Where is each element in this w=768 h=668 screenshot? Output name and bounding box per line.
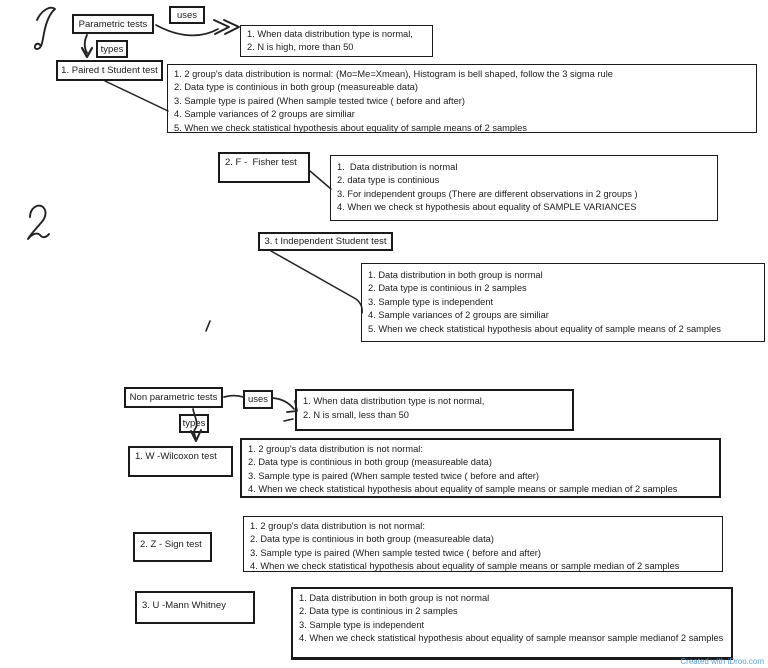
mann-whitney-criteria-box[interactable]: 1. Data distribution in both group is no… xyxy=(291,587,733,660)
connector-paired-t xyxy=(104,80,169,112)
parametric-tests-box[interactable]: Parametric tests xyxy=(72,14,154,34)
criteria-line: 1. When data distribution type is not no… xyxy=(303,396,485,406)
t-independent-criteria-box[interactable]: 1. Data distribution in both group is no… xyxy=(361,263,765,342)
handwritten-number-1 xyxy=(33,6,56,50)
criteria-line: 4. When we check statistical hypothesis … xyxy=(299,633,724,644)
criteria-line: 1. Data distribution in both group is no… xyxy=(368,270,543,280)
t-independent-test-label: 3. t Independent Student test xyxy=(264,236,387,247)
criteria-line: 2. N is small, less than 50 xyxy=(303,409,409,420)
handwritten-number-2 xyxy=(27,204,50,240)
mann-whitney-test-box[interactable]: 3. U -Mann Whitney xyxy=(135,591,255,624)
criteria-line: 3. Sample type is paired (When sample te… xyxy=(250,547,541,558)
nonparametric-uses-criteria-box[interactable]: 1. When data distribution type is not no… xyxy=(295,389,574,431)
criteria-line: 5. When we check statistical hypothesis … xyxy=(174,122,527,133)
criteria-line: 4. When we check statistical hypothesis … xyxy=(250,561,680,572)
uses-label-box-parametric[interactable]: uses xyxy=(169,6,205,24)
connector-t-independent xyxy=(270,250,363,314)
criteria-line: 2. Data type is continious in both group… xyxy=(248,457,492,468)
wilcoxon-test-label: 1. W -Wilcoxon test xyxy=(135,451,217,462)
nonparametric-tests-box[interactable]: Non parametric tests xyxy=(124,387,223,408)
types-arrowhead-parametric xyxy=(80,46,94,59)
criteria-line: 1. Data distribution is normal xyxy=(337,162,458,172)
criteria-line: 2. data type is continious xyxy=(337,175,440,186)
uses-arrowhead-parametric xyxy=(213,19,240,35)
criteria-line: 1. When data distribution type is normal… xyxy=(247,29,413,39)
criteria-line: 2. Data type is continious in 2 samples xyxy=(299,606,458,617)
uses-label: uses xyxy=(176,9,198,21)
criteria-line: 1. 2 group's data distribution is normal… xyxy=(174,69,613,79)
criteria-line: 3. Sample type is independent xyxy=(368,296,494,307)
uses-arrow-dash-nonparametric xyxy=(283,418,294,422)
uses-arrow-parametric xyxy=(155,24,219,37)
fisher-test-box[interactable]: 2. F - Fisher test xyxy=(218,152,310,183)
criteria-line: 4. Sample variances of 2 groups are simi… xyxy=(174,109,355,120)
criteria-line: 3. Sample type is paired (When sample te… xyxy=(248,470,539,481)
criteria-line: 1. 2 group's data distribution is not no… xyxy=(248,444,423,454)
criteria-line: 3. Sample type is paired (When sample te… xyxy=(174,95,465,106)
paired-t-test-label: 1. Paired t Student test xyxy=(61,65,158,76)
types-arrow-parametric xyxy=(83,34,88,54)
parametric-uses-criteria-box[interactable]: 1. When data distribution type is normal… xyxy=(240,25,433,57)
criteria-line: 3. For independent groups (There are dif… xyxy=(337,188,638,199)
uses-arrow-nonparametric xyxy=(272,397,295,410)
nonparametric-tests-label: Non parametric tests xyxy=(129,392,218,403)
stray-apostrophe-mark xyxy=(205,320,211,332)
criteria-line: 4. When we check st hypothesis about equ… xyxy=(337,202,637,213)
fisher-criteria-box[interactable]: 1. Data distribution is normal 2. data t… xyxy=(330,155,718,221)
sign-test-box[interactable]: 2. Z - Sign test xyxy=(133,532,212,562)
idroo-watermark-link[interactable]: Created with iDroo.com xyxy=(680,657,764,666)
wilcoxon-test-box[interactable]: 1. W -Wilcoxon test xyxy=(128,446,233,477)
criteria-line: 5. When we check statistical hypothesis … xyxy=(368,323,721,334)
connector-nonparametric-uses xyxy=(223,394,244,398)
wilcoxon-criteria-box[interactable]: 1. 2 group's data distribution is not no… xyxy=(240,438,721,498)
connector-fisher xyxy=(309,170,332,190)
paired-t-criteria-box[interactable]: 1. 2 group's data distribution is normal… xyxy=(167,64,757,133)
types-label-box-parametric[interactable]: types xyxy=(96,40,128,58)
t-independent-test-box[interactable]: 3. t Independent Student test xyxy=(258,232,393,251)
criteria-line: 3. Sample type is independent xyxy=(299,619,425,630)
criteria-line: 2. Data type is continious in 2 samples xyxy=(368,283,527,294)
types-label: types xyxy=(182,418,206,429)
criteria-line: 1. 2 group's data distribution is not no… xyxy=(250,521,425,531)
paired-t-test-box[interactable]: 1. Paired t Student test xyxy=(56,60,163,81)
criteria-line: 1. Data distribution in both group is no… xyxy=(299,593,490,603)
criteria-line: 4. When we check statistical hypothesis … xyxy=(248,484,678,495)
criteria-line: 2. N is high, more than 50 xyxy=(247,42,354,52)
uses-label: uses xyxy=(247,394,269,405)
uses-label-box-nonparametric[interactable]: uses xyxy=(243,390,273,409)
criteria-line: 4. Sample variances of 2 groups are simi… xyxy=(368,310,549,321)
fisher-test-label: 2. F - Fisher test xyxy=(225,157,297,168)
parametric-tests-label: Parametric tests xyxy=(78,18,148,30)
mann-whitney-test-label: 3. U -Mann Whitney xyxy=(142,600,226,611)
types-label-box-nonparametric[interactable]: types xyxy=(179,414,209,433)
sign-criteria-box[interactable]: 1. 2 group's data distribution is not no… xyxy=(243,516,723,572)
criteria-line: 2. Data type is continious in both group… xyxy=(174,82,418,93)
sign-test-label: 2. Z - Sign test xyxy=(140,539,202,550)
criteria-line: 2. Data type is continious in both group… xyxy=(250,534,494,545)
types-label: types xyxy=(100,43,124,55)
